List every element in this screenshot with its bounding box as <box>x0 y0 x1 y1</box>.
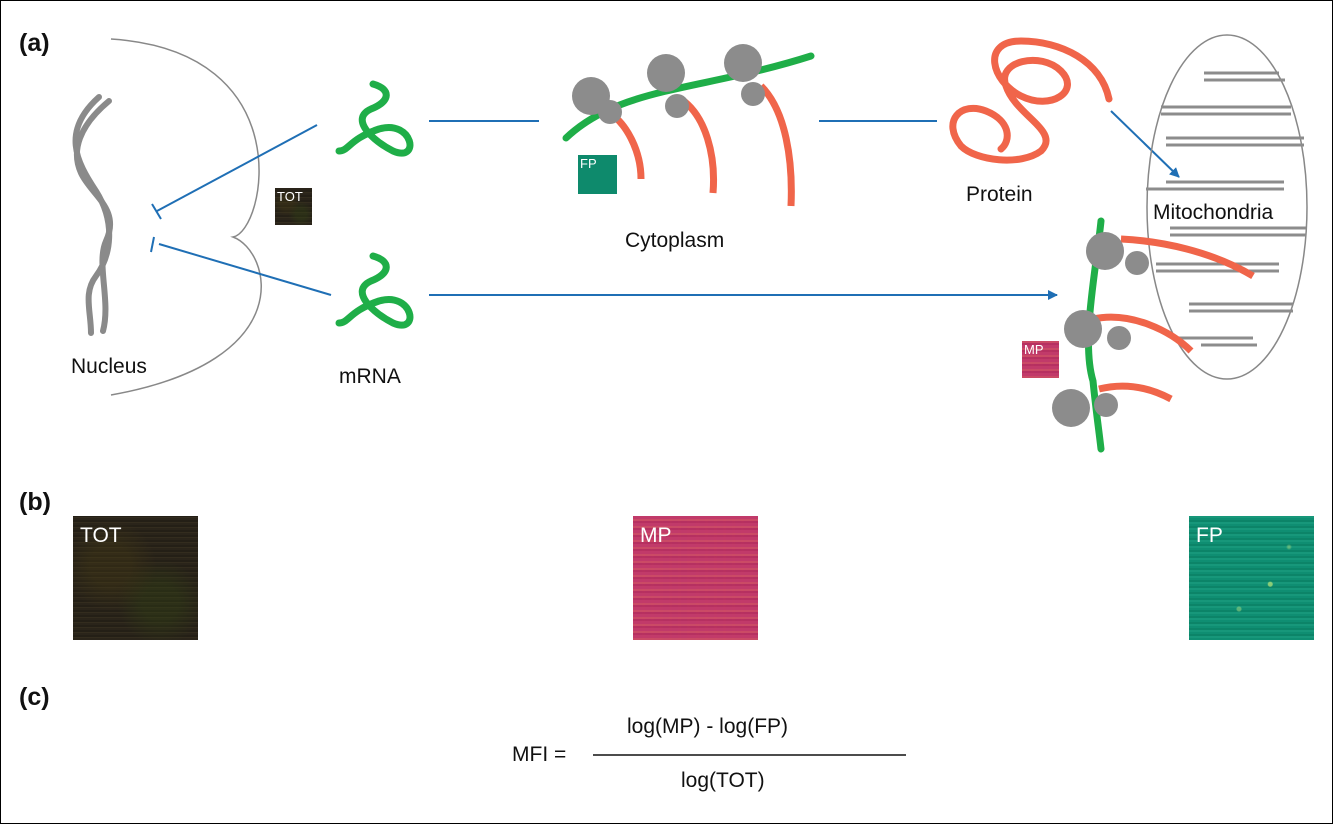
tot-swatch-label: TOT <box>277 189 303 204</box>
mitochondria-polysome <box>1052 217 1255 453</box>
mrna-label: mRNA <box>339 365 401 388</box>
dna-helix <box>72 94 114 336</box>
mp-fraction-swatch: MP <box>1022 341 1059 378</box>
fp-fraction-swatch: FP <box>578 155 617 194</box>
panel-b-label: (b) <box>19 488 51 516</box>
nucleus-envelope <box>110 38 262 396</box>
formula-numerator: log(MP) - log(FP) <box>627 715 789 738</box>
mrna-top-icon <box>335 80 414 157</box>
formula-lhs: MFI = <box>512 743 567 766</box>
arrow-protein-to-mitochondria <box>1110 110 1180 178</box>
mrna-bottom-icon <box>335 252 414 329</box>
cytoplasm-label: Cytoplasm <box>625 229 725 252</box>
protein-icon <box>949 37 1113 164</box>
mitochondrion-icon <box>1146 34 1308 380</box>
mp-array-image: MP <box>633 516 758 640</box>
fp-array-image: FP <box>1189 516 1314 640</box>
mitochondria-label: Mitochondria <box>1153 201 1274 224</box>
tot-array-image: TOT <box>73 516 198 640</box>
protein-label: Protein <box>966 183 1033 206</box>
fp-array-label: FP <box>1196 524 1223 547</box>
nucleus-label: Nucleus <box>71 355 147 378</box>
panel-c-label: (c) <box>19 683 50 711</box>
formula-denominator: log(TOT) <box>681 769 765 792</box>
fp-swatch-label: FP <box>580 156 597 171</box>
tot-fraction-swatch: TOT <box>275 188 312 225</box>
mp-array-label: MP <box>640 524 672 547</box>
panel-a-label: (a) <box>19 29 50 57</box>
mp-swatch-label: MP <box>1024 342 1044 357</box>
export-lines <box>150 124 332 296</box>
cytoplasm-polysome <box>562 44 815 207</box>
tot-array-label: TOT <box>80 524 122 547</box>
